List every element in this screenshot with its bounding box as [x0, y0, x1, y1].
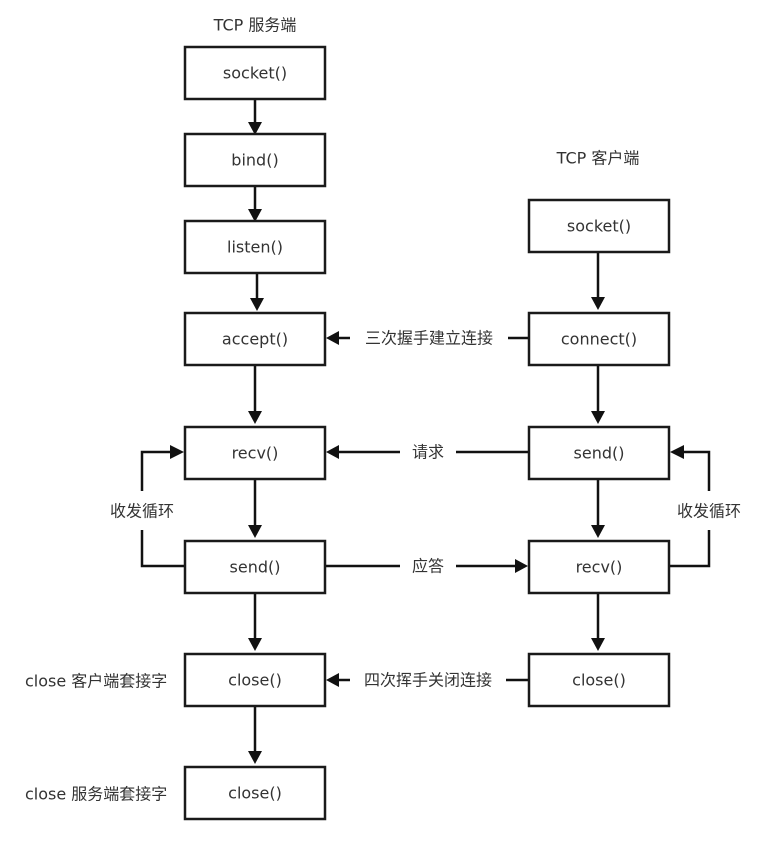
request-label: 请求 — [412, 443, 444, 462]
request-arrow — [326, 445, 529, 459]
server-listen-box: listen() — [183, 219, 327, 275]
svg-text:recv(): recv() — [232, 444, 279, 463]
svg-text:bind(): bind() — [231, 151, 278, 170]
client-socket-box: socket() — [527, 198, 671, 254]
server-close-client-box: close() — [183, 652, 327, 708]
teardown-label: 四次挥手关闭连接 — [364, 671, 492, 690]
client-close-box: close() — [527, 652, 671, 708]
svg-text:listen(): listen() — [227, 238, 283, 257]
response-arrow — [325, 559, 528, 573]
svg-text:recv(): recv() — [576, 558, 623, 577]
server-loop-arrow — [140, 445, 185, 568]
client-flow-arrows — [591, 252, 605, 651]
svg-text:send(): send() — [574, 444, 625, 463]
svg-text:socket(): socket() — [567, 217, 631, 236]
client-title: TCP 客户端 — [556, 149, 640, 168]
client-connect-box: connect() — [527, 311, 671, 367]
server-title: TCP 服务端 — [213, 16, 297, 35]
client-recv-box: recv() — [527, 539, 671, 595]
server-flow-arrows — [248, 99, 264, 764]
handshake-label: 三次握手建立连接 — [365, 329, 493, 348]
teardown-arrow — [326, 673, 529, 687]
handshake-arrow — [326, 331, 529, 345]
close-client-socket-label: close 客户端套接字 — [25, 672, 167, 691]
svg-text:close(): close() — [228, 671, 282, 690]
response-label: 应答 — [412, 557, 444, 576]
server-loop-label: 收发循环 — [110, 502, 174, 521]
svg-text:accept(): accept() — [222, 330, 288, 349]
close-server-socket-label: close 服务端套接字 — [25, 785, 167, 804]
server-close-server-box: close() — [183, 765, 327, 821]
svg-text:socket(): socket() — [223, 64, 287, 83]
server-accept-box: accept() — [183, 311, 327, 367]
svg-text:close(): close() — [572, 671, 626, 690]
client-loop-arrow — [669, 445, 711, 568]
svg-text:send(): send() — [230, 558, 281, 577]
svg-text:connect(): connect() — [561, 330, 637, 349]
svg-text:close(): close() — [228, 784, 282, 803]
server-recv-box: recv() — [183, 425, 327, 481]
server-send-box: send() — [183, 539, 327, 595]
server-bind-box: bind() — [183, 132, 327, 188]
client-loop-label: 收发循环 — [677, 502, 741, 521]
client-send-box: send() — [527, 425, 671, 481]
server-socket-box: socket() — [183, 45, 327, 101]
